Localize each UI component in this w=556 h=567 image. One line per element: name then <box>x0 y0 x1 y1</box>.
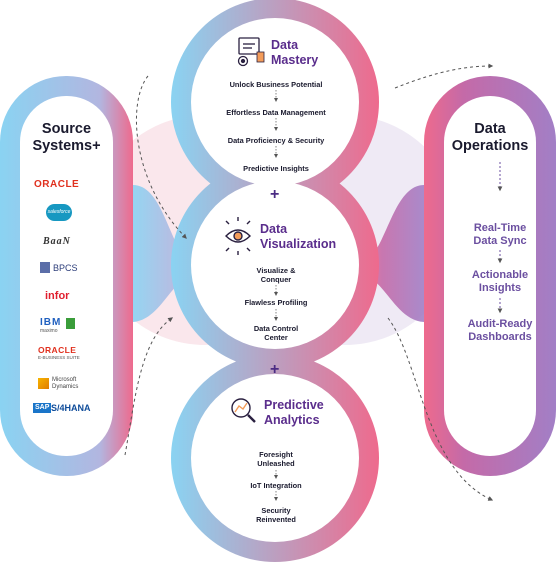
data-visualization-circle <box>191 181 359 349</box>
visualization-item-1-line2: Conquer <box>260 275 292 284</box>
visualization-item-2-line1: Flawless Profiling <box>244 298 308 307</box>
visualization-item-3: Data Control Center <box>216 324 336 342</box>
ops-item-realtime-line1: Real-Time <box>473 222 527 234</box>
oracle-ebs-subtitle: E-BUSINESS SUITE <box>38 355 80 360</box>
analytics-item-1: Foresight Unleashed <box>216 450 336 468</box>
ops-item-insights: Actionable Insights <box>455 269 545 295</box>
chart-magnifier-icon <box>231 398 256 423</box>
dynamics-logo-mark <box>38 378 49 389</box>
oracle-logo: ORACLE <box>34 179 80 190</box>
infor-logo: infor <box>45 290 70 302</box>
maximo-logo-text: maximo <box>40 328 58 334</box>
dynamics-logo-line2: Dynamics <box>52 384 79 390</box>
visualization-item-3-line2: Center <box>264 333 288 342</box>
connector-plus-2: + <box>270 361 280 378</box>
data-visualization-title-line1: Data <box>260 222 288 236</box>
predictive-analytics-circle <box>191 374 359 542</box>
analytics-item-1-line1: Foresight <box>259 450 293 459</box>
analytics-item-1-line2: Unleashed <box>257 459 295 468</box>
data-mastery-title: Data Mastery <box>271 38 318 68</box>
predictive-analytics-title: Predictive Analytics <box>264 398 324 428</box>
dashboard-gear-icon <box>237 37 265 67</box>
connector-plus-1: + <box>270 186 280 203</box>
ops-item-insights-line1: Actionable <box>471 269 529 281</box>
flow-arrow-bottom-left <box>124 317 174 456</box>
data-operations-title: Data Operations <box>444 121 536 155</box>
ops-item-dashboards-line1: Audit-Ready <box>467 318 533 330</box>
mastery-item-4: Predictive Insights <box>243 164 309 173</box>
data-mastery-circle <box>191 18 359 186</box>
visualization-item-1-line1: Visualize & <box>256 266 296 275</box>
data-mastery-title-line2: Mastery <box>271 53 319 67</box>
predictive-analytics-title-line2: Analytics <box>264 413 320 427</box>
sap-logo: SAP <box>33 403 52 413</box>
ops-item-insights-line2: Insights <box>478 282 522 294</box>
microsoft-dynamics-logo: Microsoft Dynamics <box>52 377 78 391</box>
ops-item-realtime-line2: Data Sync <box>473 235 527 247</box>
flow-arrow-bottom-right <box>387 317 494 501</box>
mastery-item-3: Data Proficiency & Security <box>227 136 325 145</box>
oracle-ebs-logo: ORACLE <box>38 345 77 355</box>
flow-arrow-top-left <box>135 75 187 239</box>
data-operations-title-line2: Operations <box>451 138 529 154</box>
salesforce-logo: salesforce <box>46 204 72 221</box>
analytics-item-3-line1: Security <box>261 506 291 515</box>
ops-item-dashboards: Audit-Ready Dashboards <box>455 318 545 344</box>
data-visualization-title: Data Visualization <box>260 222 336 252</box>
source-systems-title: Source Systems+ <box>20 121 113 155</box>
mastery-item-1: Unlock Business Potential <box>229 80 323 89</box>
analytics-item-2: IoT Integration <box>216 481 336 490</box>
ops-item-dashboards-line2: Dashboards <box>468 331 532 343</box>
visualization-item-2: Flawless Profiling <box>216 298 336 307</box>
mastery-item-2: Effortless Data Management <box>226 108 326 117</box>
bpcs-logo: BPCS <box>53 263 78 273</box>
analytics-item-3: Security Reinvented <box>216 506 336 524</box>
analytics-item-2-line1: IoT Integration <box>250 481 302 490</box>
data-operations-title-line1: Data <box>474 121 506 137</box>
visualization-item-3-line1: Data Control <box>253 324 299 333</box>
source-systems-title-line2: Systems+ <box>32 138 101 154</box>
baan-logo: BaaN <box>43 236 71 247</box>
right-connector-band <box>364 185 424 322</box>
maximo-logo-mark <box>66 318 75 329</box>
source-systems-pill <box>20 96 113 456</box>
s4hana-logo: S/4HANA <box>51 403 91 413</box>
data-operations-pill <box>444 96 536 456</box>
predictive-analytics-title-line1: Predictive <box>264 398 324 412</box>
ibm-logo: IBM <box>40 317 62 328</box>
dynamics-logo-line1: Microsoft <box>52 377 77 383</box>
bpcs-logo-mark <box>40 262 50 273</box>
ops-item-realtime: Real-Time Data Sync <box>455 222 545 248</box>
data-visualization-title-line2: Visualization <box>260 237 337 251</box>
source-systems-title-line1: Source <box>41 121 92 137</box>
left-connector-band <box>133 185 192 322</box>
analytics-item-3-line2: Reinvented <box>256 515 296 524</box>
flow-arrow-top-right <box>394 63 494 89</box>
data-mastery-title-line1: Data <box>271 38 299 52</box>
visualization-item-1: Visualize & Conquer <box>216 266 336 284</box>
eye-icon <box>225 217 251 255</box>
